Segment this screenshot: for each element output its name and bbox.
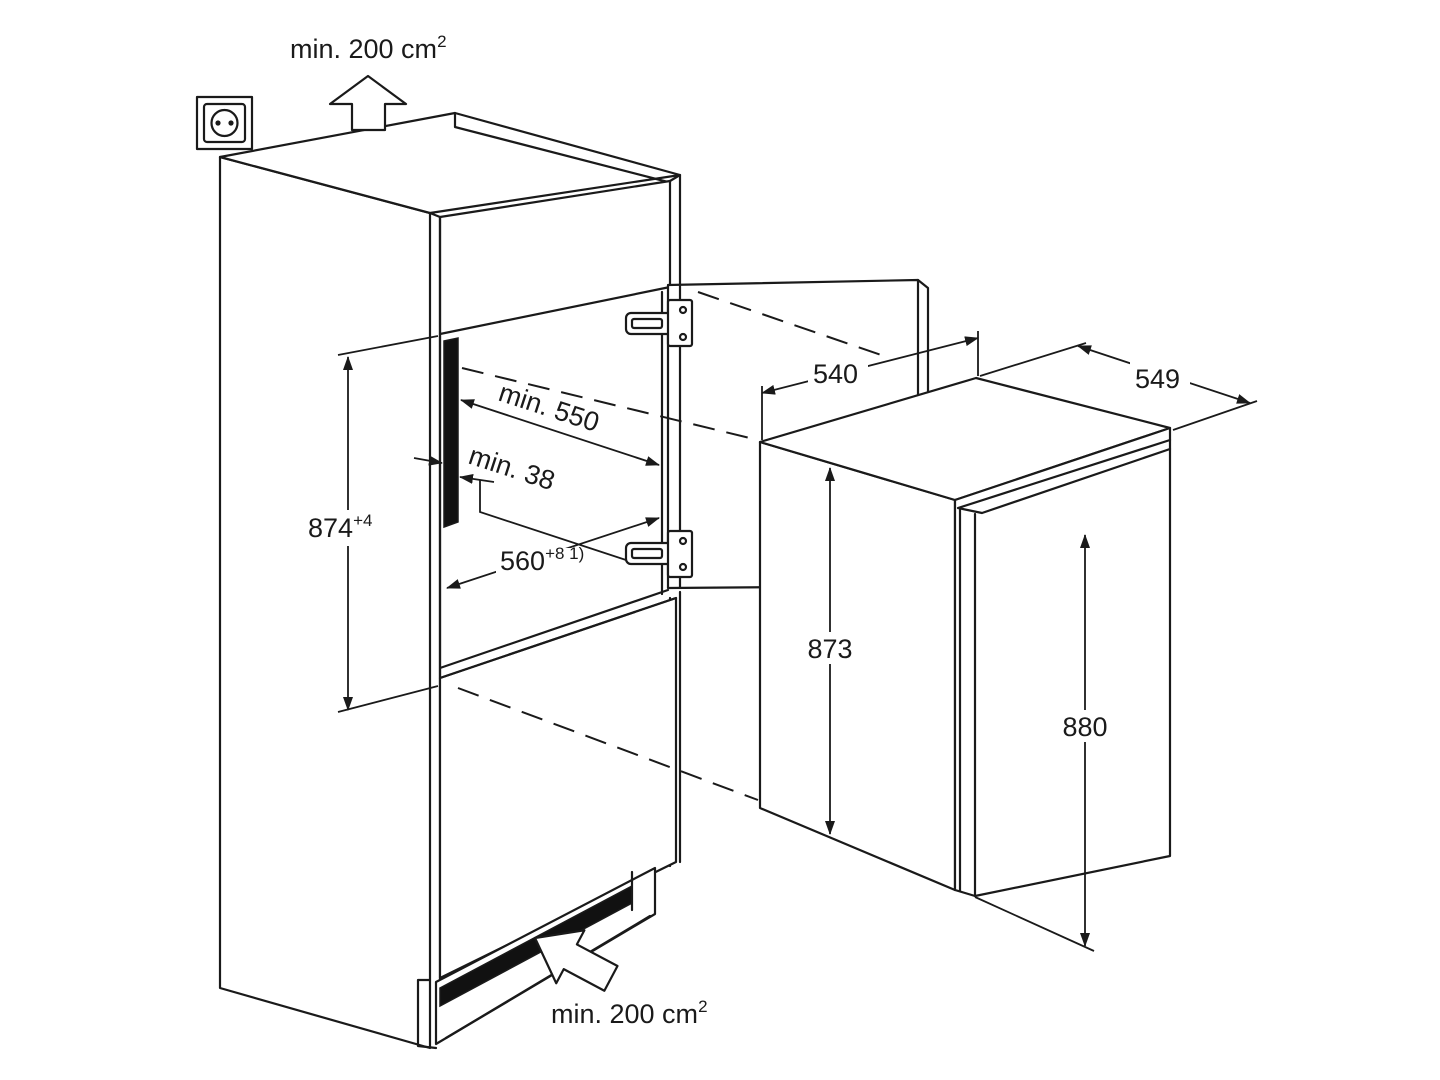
rear-ventilation-gap <box>443 337 459 529</box>
dimension-arrow-right <box>459 473 495 484</box>
dimension-arrow-left <box>413 455 443 466</box>
label-text: 560 <box>500 546 545 576</box>
cabinet-front-edges <box>428 173 682 982</box>
label-backdrop <box>1130 360 1190 392</box>
dimension-line <box>460 399 660 466</box>
hinge-screw <box>678 562 688 572</box>
power-socket-icon <box>195 95 254 151</box>
arrow-left-icon <box>533 929 619 992</box>
label-backdrop <box>496 548 598 576</box>
dimension-appliance-depth: 549 <box>979 342 1258 431</box>
cabinet-top-panel-edge <box>453 111 670 184</box>
projection-line-bottom <box>457 687 759 801</box>
niche-height-label: 874+4 <box>308 511 372 543</box>
arrow-up-icon <box>328 74 408 132</box>
appliance-depth-label: 549 <box>1135 364 1180 394</box>
label-superscript: 2 <box>698 997 707 1016</box>
socket-recess <box>210 108 239 138</box>
hinge-screw <box>678 305 688 315</box>
label-text: min. 200 cm <box>290 34 437 64</box>
label-superscript: +8 1) <box>545 544 584 563</box>
appliance-door <box>953 426 1172 898</box>
niche-width-label: 560+8 1) <box>500 544 584 576</box>
appliance-niche <box>438 290 678 680</box>
appliance-door-handle <box>956 438 1172 515</box>
socket-frame <box>195 95 254 151</box>
top-ventilation-label: min. 200 cm2 <box>290 32 447 64</box>
dimension-niche-height: 874+4 <box>303 335 439 713</box>
label-text: 874 <box>308 513 353 543</box>
niche-edges <box>438 290 678 680</box>
bottom-ventilation-label: min. 200 cm2 <box>551 997 708 1029</box>
dimension-appliance-total-height: 880 <box>974 534 1113 952</box>
hinge-plate <box>666 529 694 579</box>
hinge-screw <box>678 332 688 342</box>
label-backdrop <box>303 510 393 546</box>
socket-plate <box>202 102 247 144</box>
upper-hinge <box>624 298 694 348</box>
appliance-side <box>758 440 957 892</box>
label-backdrop <box>808 358 868 388</box>
lower-hinge <box>624 529 694 579</box>
appliance-door-edge <box>958 508 977 898</box>
socket-pin <box>228 120 234 126</box>
extension-line <box>479 480 627 561</box>
cabinet-housing <box>218 111 682 1050</box>
appliance-width-label: 540 <box>813 359 858 389</box>
label-backdrop <box>1057 710 1113 742</box>
label-text: min. 200 cm <box>551 999 698 1029</box>
extension-lines <box>979 342 1258 431</box>
label-superscript: 2 <box>437 32 446 51</box>
dimension-appliance-body-height: 873 <box>802 467 858 835</box>
extension-lines <box>337 335 439 713</box>
dimension-appliance-width: 540 <box>761 331 979 440</box>
cabinet-side-panel <box>218 155 432 1050</box>
extension-line <box>974 896 1095 952</box>
appliance-body-height-label: 873 <box>807 634 852 664</box>
dimension-line <box>761 336 979 395</box>
label-superscript: +4 <box>353 511 372 530</box>
hinge-lug-inner <box>630 317 664 330</box>
label-backdrop <box>802 632 858 664</box>
socket-pin <box>215 120 221 126</box>
hinge-screw <box>678 536 688 546</box>
dimension-niche-width: 560+8 1) <box>446 517 660 589</box>
appliance <box>758 376 1172 898</box>
appliance-total-height-label: 880 <box>1062 712 1107 742</box>
plinth-edges <box>416 870 652 1050</box>
